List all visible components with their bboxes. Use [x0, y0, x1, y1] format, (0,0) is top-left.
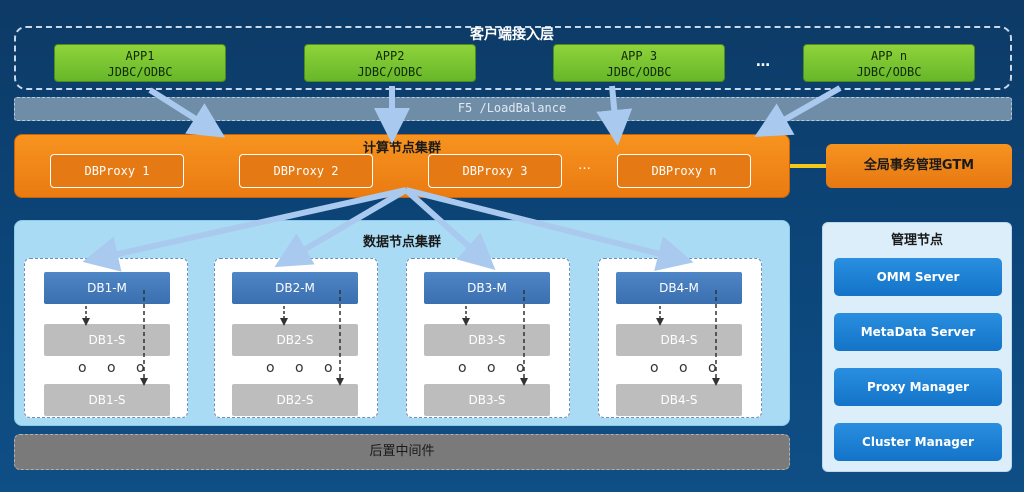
backend-middleware-bar: [14, 434, 790, 470]
app-driver: JDBC/ODBC: [357, 65, 423, 79]
db-slave-4: DB4-S: [616, 324, 742, 356]
db-slave-3: DB3-S: [424, 324, 550, 356]
db-slave-last-1: DB1-S: [44, 384, 170, 416]
arrow-app3-to-lb: [596, 85, 633, 146]
db-slave-last-3: DB3-S: [424, 384, 550, 416]
app-name: APP1: [125, 49, 155, 63]
db-slave-2: DB2-S: [232, 324, 358, 356]
app-driver: JDBC/ODBC: [606, 65, 672, 79]
db-slave-last-2: DB2-S: [232, 384, 358, 416]
db-master-4: DB4-M: [616, 272, 742, 304]
metadata-server-node: MetaData Server: [834, 313, 1002, 351]
dbproxy-1: DBProxy 1: [50, 154, 184, 188]
cluster-manager-node: Cluster Manager: [834, 423, 1002, 461]
app-driver: JDBC/ODBC: [856, 65, 922, 79]
client-access-layer: [14, 26, 1012, 90]
arrow-appn-to-lb: [754, 85, 842, 137]
arrow-app1-to-lb: [148, 87, 226, 138]
load-balancer-bar: [14, 97, 1012, 121]
app-node-2: APP2 JDBC/ODBC: [304, 44, 476, 82]
dbproxy-3: DBProxy 3: [428, 154, 562, 188]
app-node-n: APP n JDBC/ODBC: [803, 44, 975, 82]
proxy-manager-node: Proxy Manager: [834, 368, 1002, 406]
data-cluster-title: 数据节点集群: [362, 235, 441, 250]
dbproxy-n: DBProxy n: [617, 154, 751, 188]
db-dots-1: o o o: [78, 360, 153, 376]
omm-server-node: OMM Server: [834, 258, 1002, 296]
app-name: APP2: [375, 49, 405, 63]
client-layer-title: 客户端接入层: [470, 27, 554, 43]
arrow-proxy-to-db3: [403, 187, 496, 271]
app-driver: JDBC/ODBC: [107, 65, 173, 79]
app-node-3: APP 3 JDBC/ODBC: [553, 44, 725, 82]
app-node-1: APP1 JDBC/ODBC: [54, 44, 226, 82]
arrow-proxy-to-db1: [82, 187, 407, 272]
db-dots-2: o o o: [266, 360, 341, 376]
app-ellipsis: …: [756, 54, 770, 70]
db-dots-4: o o o: [650, 360, 725, 376]
compute-cluster-title: 计算节点集群: [362, 141, 441, 156]
arrow-proxy-to-db4: [405, 187, 694, 272]
db-slave-1: DB1-S: [44, 324, 170, 356]
db-dots-3: o o o: [458, 360, 533, 376]
arrow-proxy-to-db2: [274, 187, 408, 268]
proxy-ellipsis: …: [578, 158, 591, 173]
app-name: APP 3: [620, 49, 658, 63]
management-title: 管理节点: [890, 233, 943, 248]
app-name: APP n: [870, 49, 908, 63]
db-master-3: DB3-M: [424, 272, 550, 304]
dbproxy-2: DBProxy 2: [239, 154, 373, 188]
db-master-1: DB1-M: [44, 272, 170, 304]
db-master-2: DB2-M: [232, 272, 358, 304]
load-balancer-label: F5 /LoadBalance: [457, 101, 567, 115]
global-transaction-manager: 全局事务管理GTM: [826, 144, 1012, 188]
backend-middleware-label: 后置中间件: [369, 444, 435, 459]
db-slave-last-4: DB4-S: [616, 384, 742, 416]
